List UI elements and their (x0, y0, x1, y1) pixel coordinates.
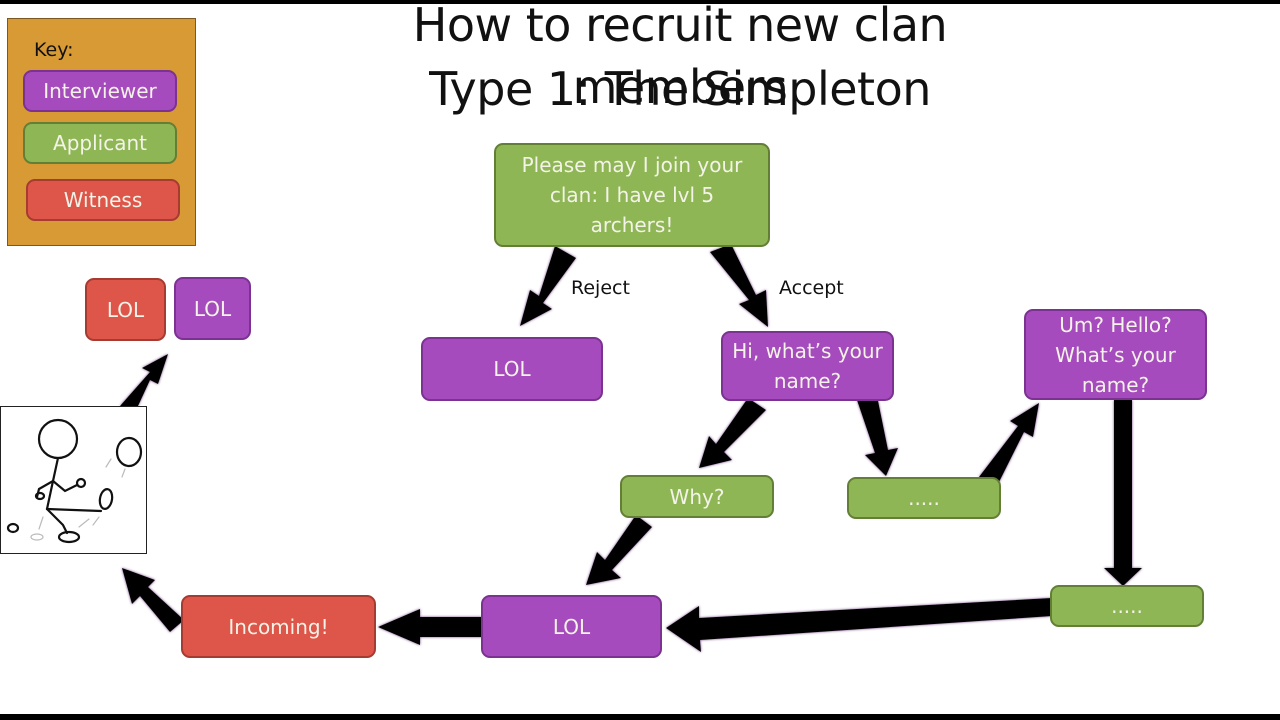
node-applicant-request: Please may I join your clan: I have lvl … (494, 143, 770, 247)
node-whats-your-name: Hi, what’s your name? (721, 331, 894, 401)
arrow-silence1-to-umhello (979, 403, 1039, 486)
arrow-name-to-silence1 (857, 396, 898, 476)
arrow-umhello-to-silence2 (1104, 400, 1142, 586)
arrow-accept (710, 244, 768, 327)
top-border (0, 0, 1280, 4)
page-subtitle: Type 1: The Simpleton (429, 62, 931, 116)
node-silence-1: ..... (847, 477, 1001, 519)
legend-key: Key: Interviewer Applicant Witness (7, 18, 196, 246)
stick-figure-kick-icon (6, 418, 143, 544)
arrow-why-to-lol (586, 515, 652, 585)
node-um-hello: Um? Hello? What’s your name? (1024, 309, 1207, 400)
arrow-sketch-to-lol (120, 354, 168, 406)
node-interviewer-lol: LOL (174, 277, 251, 340)
node-why: Why? (620, 475, 774, 518)
node-silence-2: ..... (1050, 585, 1204, 627)
bottom-border (0, 714, 1280, 720)
arrow-name-to-why (699, 398, 766, 468)
arrow-silence2-to-lol (666, 598, 1052, 652)
edge-label-accept: Accept (779, 277, 844, 299)
kick-sketch (0, 406, 147, 554)
legend-item-interviewer: Interviewer (23, 70, 177, 112)
node-final-lol: LOL (481, 595, 662, 658)
node-incoming: Incoming! (181, 595, 376, 658)
arrow-lol-to-incoming (378, 609, 482, 645)
page-title: How to recruit new clan members (412, 0, 948, 114)
node-reject-lol: LOL (421, 337, 603, 401)
node-witness-lol: LOL (85, 278, 166, 341)
arrow-reject (520, 246, 576, 326)
edge-label-reject: Reject (571, 277, 630, 299)
arrow-incoming-to-sketch (122, 568, 184, 632)
legend-title: Key: (34, 39, 74, 61)
legend-item-applicant: Applicant (23, 122, 177, 164)
legend-item-witness: Witness (26, 179, 180, 221)
